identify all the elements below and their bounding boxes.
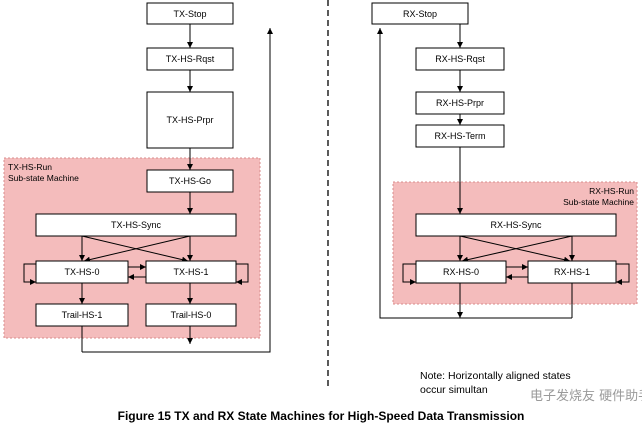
- tx-hs-0-state: [35, 260, 129, 284]
- tx-hs-rqst-label: TX-HS-Rqst: [166, 54, 215, 64]
- tx-region-sublabel: Sub-state Machine: [8, 173, 79, 183]
- rx-stop-label: RX-Stop: [403, 9, 437, 19]
- rx-hs-term-state: [415, 124, 505, 148]
- tx-hs-0-label: TX-HS-0: [64, 267, 99, 277]
- tx-hs-1-label: TX-HS-1: [173, 267, 208, 277]
- tx-hs-go-label: TX-HS-Go: [169, 176, 211, 186]
- rx-return-path: [377, 28, 572, 319]
- trail-hs-1-state: [35, 303, 129, 327]
- rx-hs-prpr-state: [415, 91, 505, 115]
- rx-arrow-diag-1-to-0: [461, 235, 573, 263]
- rx-hs-0-label: RX-HS-0: [443, 267, 479, 277]
- tx-hs-1-state: [145, 260, 237, 284]
- rx-hs0-self-loop: [402, 263, 416, 285]
- figure-caption: Figure 15 TX and RX State Machines for H…: [118, 409, 525, 423]
- note-line-2: occur simultan: [420, 384, 488, 396]
- trail-hs-1-label: Trail-HS-1: [62, 310, 103, 320]
- rx-hs-run-region: [392, 181, 638, 305]
- rx-hs-sync-label: RX-HS-Sync: [490, 220, 542, 230]
- tx-hs0-self-loop: [23, 263, 36, 285]
- tx-stop-label: TX-Stop: [173, 9, 206, 19]
- tx-hs-prpr-label: TX-HS-Prpr: [167, 115, 214, 125]
- tx-hs-sync-label: TX-HS-Sync: [111, 220, 162, 230]
- tx-hs-rqst-state: [146, 47, 234, 71]
- rx-region-sublabel: Sub-state Machine: [563, 197, 634, 207]
- tx-return-path: [82, 28, 273, 353]
- rx-hs-0-state: [415, 260, 507, 284]
- rx-hs-rqst-state: [415, 47, 505, 71]
- rx-hs-1-state: [527, 260, 617, 284]
- watermark: 电子发烧友 硬件助手: [530, 388, 642, 404]
- rx-hs-term-label: RX-HS-Term: [435, 131, 486, 141]
- tx-hs-prpr-state: [146, 91, 234, 149]
- trail-hs-0-state: [145, 303, 237, 327]
- trail-hs-0-label: Trail-HS-0: [171, 310, 212, 320]
- rx-hs-1-label: RX-HS-1: [554, 267, 590, 277]
- rx-hs1-self-loop: [616, 263, 630, 285]
- tx-arrow-diag-1-to-0: [83, 235, 191, 263]
- tx-hs-go-state: [146, 169, 234, 193]
- rx-hs-sync-state: [415, 213, 617, 237]
- rx-stop-state: [371, 2, 469, 25]
- tx-hs-sync-state: [35, 213, 237, 237]
- tx-hs1-self-loop: [236, 263, 249, 285]
- rx-hs-prpr-label: RX-HS-Prpr: [436, 98, 484, 108]
- note-line-1: Note: Horizontally aligned states: [420, 370, 571, 382]
- rx-hs-rqst-label: RX-HS-Rqst: [435, 54, 485, 64]
- rx-region-label: RX-HS-Run: [589, 186, 634, 196]
- tx-region-label: TX-HS-Run: [8, 162, 52, 172]
- tx-stop-state: [146, 2, 234, 25]
